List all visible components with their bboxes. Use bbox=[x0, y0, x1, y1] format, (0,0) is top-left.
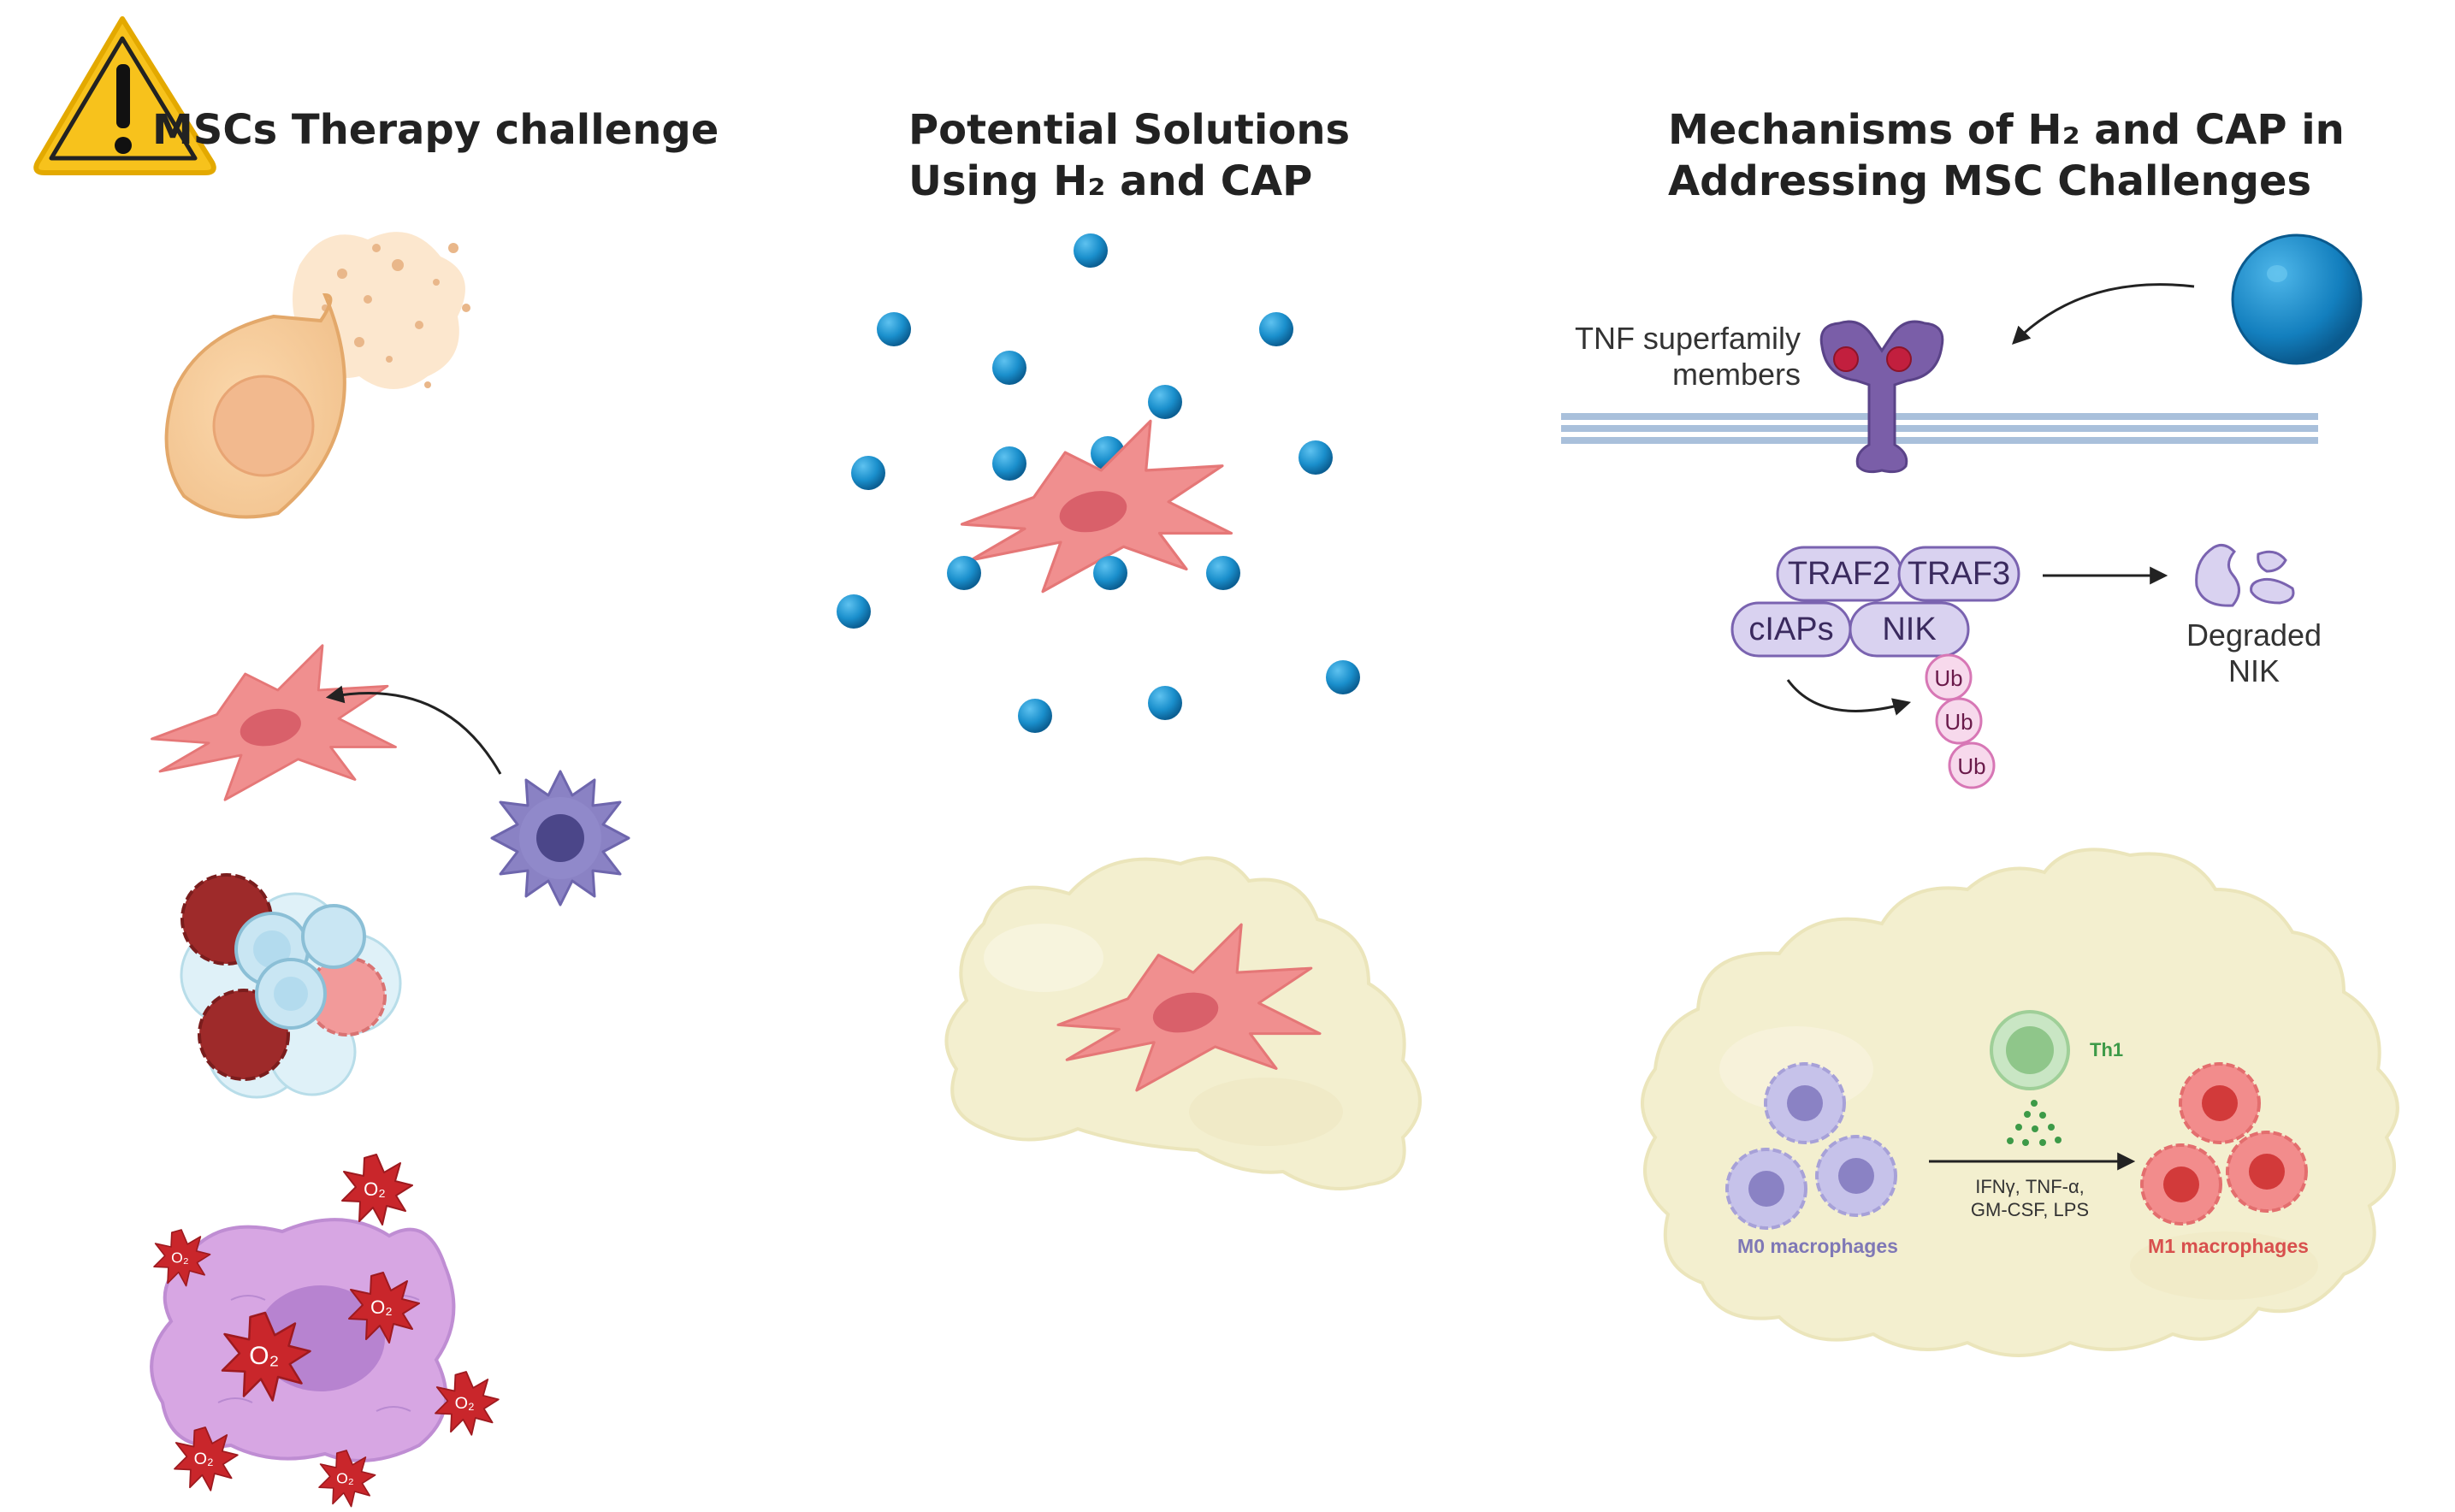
ros-molecule: O₂ bbox=[318, 1450, 376, 1508]
receptor-label-line1: TNF superfamily bbox=[1575, 321, 1801, 356]
cytokines-label-line1: IFNγ, TNF-α, bbox=[1975, 1176, 2085, 1197]
traf3-label: TRAF3 bbox=[1908, 556, 2010, 592]
ros-label: O₂ bbox=[171, 1249, 189, 1266]
binding-arrow bbox=[2012, 283, 2195, 345]
ros-label: O₂ bbox=[364, 1178, 386, 1200]
apoptotic-msc-cell bbox=[164, 232, 470, 519]
ros-label: O₂ bbox=[455, 1394, 475, 1413]
ros-molecule: O₂ bbox=[153, 1229, 211, 1287]
ros-label: O₂ bbox=[194, 1450, 214, 1468]
m0-macrophage bbox=[1764, 1062, 1846, 1144]
h2-bubble bbox=[877, 312, 911, 346]
cytokine-dots bbox=[2007, 1100, 2062, 1146]
m1-macrophages-label: M1 macrophages bbox=[2148, 1235, 2309, 1257]
blood-cell-cluster bbox=[180, 873, 402, 1099]
nik-label: NIK bbox=[1882, 611, 1936, 647]
th1-cell bbox=[1990, 1010, 2070, 1090]
h2-bubble bbox=[1148, 385, 1182, 419]
ub-label: Ub bbox=[1957, 753, 1985, 779]
msc-cell-immune-target bbox=[151, 644, 397, 801]
ros-molecule: O₂ bbox=[348, 1272, 420, 1344]
ros-molecule: O₂ bbox=[435, 1371, 500, 1436]
cap-particle bbox=[2231, 233, 2363, 365]
cell-membrane bbox=[1561, 413, 2318, 444]
challenge-header: MSCs Therapy challenge bbox=[152, 106, 719, 154]
h2-bubble bbox=[837, 594, 871, 629]
h2-bubble bbox=[851, 456, 885, 490]
ros-molecule: O₂ bbox=[341, 1154, 413, 1226]
m1-macrophage bbox=[2179, 1062, 2261, 1144]
ubiquitin-chain: Ub Ub Ub bbox=[1925, 653, 1996, 789]
tnf-receptor bbox=[1819, 320, 1944, 474]
h2-bubble-field bbox=[851, 233, 1333, 490]
h2-bubble bbox=[1074, 233, 1108, 268]
degraded-nik-label-line2: NIK bbox=[2228, 653, 2280, 688]
hydrogel-scaffold-mechanism bbox=[1641, 848, 2399, 1357]
h2-bubble bbox=[1326, 660, 1360, 694]
h2-bubble bbox=[1018, 699, 1052, 733]
m1-macrophage bbox=[2226, 1131, 2308, 1213]
ubiquitination-arrow bbox=[1786, 679, 1912, 716]
warning-icon bbox=[33, 16, 216, 175]
h2-bubble bbox=[947, 556, 981, 590]
solutions-header-line1: Potential Solutions bbox=[908, 106, 1350, 154]
m0-macrophage bbox=[1725, 1148, 1807, 1230]
h2-bubble bbox=[1206, 556, 1240, 590]
mechanisms-header-line1: Mechanisms of H₂ and CAP in bbox=[1668, 106, 2345, 154]
h2-bubble bbox=[1259, 312, 1293, 346]
receptor-label-line2: members bbox=[1672, 357, 1801, 392]
mechanisms-header-line2: Addressing MSC Challenges bbox=[1668, 157, 2311, 205]
ros-label: O₂ bbox=[336, 1469, 354, 1486]
ros-molecule: O₂ bbox=[221, 1311, 311, 1402]
h2-bubble bbox=[992, 351, 1026, 385]
ub-label: Ub bbox=[1944, 709, 1973, 735]
ros-molecule: O₂ bbox=[174, 1426, 239, 1491]
m1-macrophage bbox=[2140, 1143, 2222, 1226]
th1-label: Th1 bbox=[2090, 1039, 2123, 1060]
h2-bubble bbox=[1148, 686, 1182, 720]
degraded-nik-label-line1: Degraded bbox=[2186, 617, 2322, 653]
degraded-nik-fragments bbox=[2195, 543, 2295, 607]
nik-complex: TRAF2 TRAF3 cIAPs NIK bbox=[1730, 546, 2020, 658]
immune-attack-arrow bbox=[325, 685, 502, 775]
solutions-header-line2: Using H₂ and CAP bbox=[908, 157, 1312, 205]
ciaps-label: cIAPs bbox=[1748, 611, 1833, 647]
h2-bubble bbox=[992, 446, 1026, 481]
m0-macrophages-label: M0 macrophages bbox=[1737, 1235, 1898, 1257]
ros-group: O₂ O₂ O₂ O₂ O₂ O₂ O₂ bbox=[153, 1154, 500, 1508]
ros-label: O₂ bbox=[370, 1296, 393, 1318]
h2-bubble bbox=[1093, 556, 1127, 590]
cytokines-label-line2: GM-CSF, LPS bbox=[1971, 1199, 2089, 1220]
dendritic-immune-cell bbox=[490, 770, 630, 907]
h2-bubble bbox=[1298, 440, 1333, 475]
ub-label: Ub bbox=[1934, 665, 1962, 691]
traf2-label: TRAF2 bbox=[1788, 556, 1890, 592]
ros-label: O₂ bbox=[249, 1342, 279, 1370]
h2-bubble-field-front bbox=[837, 556, 1360, 733]
m0-macrophage bbox=[1815, 1135, 1897, 1217]
